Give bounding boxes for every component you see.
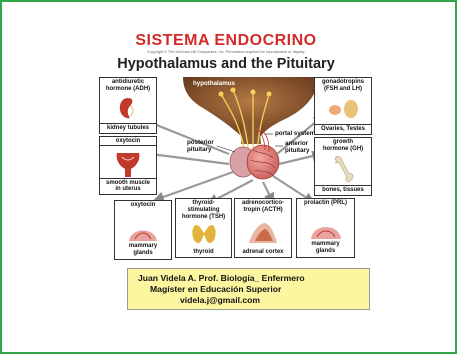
acth-footer: adrenal cortex: [235, 249, 291, 256]
posterior-pituitary-label-2: pituitary: [187, 146, 211, 153]
posterior-pituitary-label-1: posterior: [187, 139, 214, 146]
author-credit-box: Juan Videla A. Prof. Biología_ Enfermero…: [127, 268, 370, 310]
anterior-pituitary-shape: [247, 145, 279, 179]
prl-footer-2: glands: [297, 248, 354, 255]
oxytocin-uterus-box: oxytocin smooth muscle in uterus: [99, 136, 157, 195]
gh-footer: bones, tissues: [315, 187, 371, 194]
tsh-footer: thyroid: [176, 249, 231, 256]
gh-box: growth hormone (GH) bones, tissues: [314, 137, 372, 196]
hypothalamus-label: hypothalamus: [193, 80, 235, 87]
prl-footer-1: mammary: [297, 241, 354, 248]
oxytocin-mammary-box: oxytocin mammary glands: [114, 200, 172, 260]
oxytocin-uterus-footer-2: in uterus: [100, 186, 156, 193]
oxytocin-mammary-footer-2: glands: [115, 250, 171, 257]
prl-box: prolactin (PRL) mammary glands: [296, 198, 355, 258]
anterior-pituitary-label-1: anterior: [285, 140, 308, 147]
acth-box: adrenocortico- tropin (ACTH) adrenal cor…: [234, 198, 292, 258]
author-name-line: Juan Videla A. Prof. Biología_ Enfermero: [138, 273, 305, 283]
gonadotropins-footer: Ovaries, Testes: [315, 126, 371, 133]
oxytocin-mammary-footer-1: mammary: [115, 243, 171, 250]
adh-box: antidiuretic hormone (ADH) kidney tubule…: [99, 77, 157, 134]
slide: SISTEMA ENDOCRINO Copyright © The McGraw…: [7, 4, 445, 346]
author-email[interactable]: videla.j@gmail.com: [180, 295, 260, 305]
anterior-pituitary-label-2: pituitary: [285, 147, 309, 154]
portal-system-label: portal system: [275, 130, 315, 137]
adh-footer: kidney tubules: [100, 125, 156, 132]
author-degree-line: Magíster en Educación Superior: [150, 284, 281, 294]
gonadotropins-box: gonadotropins (FSH and LH) Ovaries, Test…: [314, 77, 372, 135]
tsh-box: thyroid- stimulating hormone (TSH) thyro…: [175, 198, 232, 258]
